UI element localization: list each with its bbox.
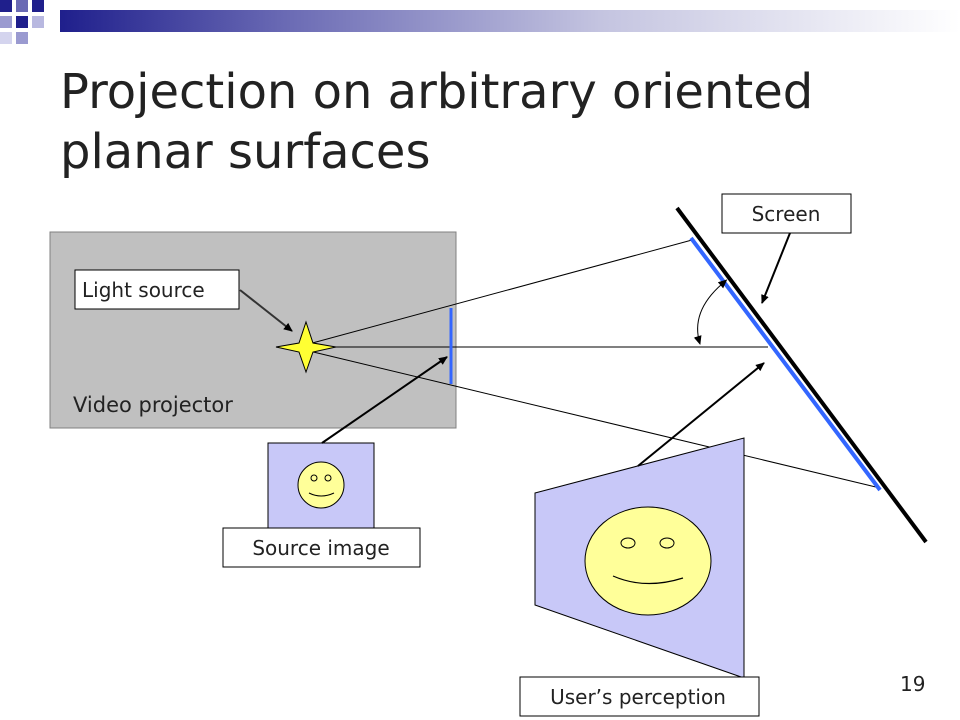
- slide-title: Projection on arbitrary oriented planar …: [60, 64, 814, 180]
- source-image-label: Source image: [252, 536, 389, 560]
- screen-label-box: [721, 193, 852, 234]
- deco-square: [16, 0, 28, 12]
- screen-arrow: [761, 232, 791, 304]
- title-decoration: [0, 0, 960, 44]
- video-projector-label: Video projector: [73, 393, 233, 417]
- light-source-star-icon: [275, 320, 337, 374]
- source-smiley-icon: [297, 461, 345, 509]
- light-source-arrow: [239, 289, 293, 332]
- perceived-smiley-icon: [584, 506, 712, 616]
- light-source-label: Light source: [82, 278, 205, 302]
- deco-square: [32, 0, 44, 12]
- deco-square: [0, 0, 12, 12]
- deco-square: [32, 16, 44, 28]
- light-source-label-box: [74, 269, 240, 310]
- deco-square: [0, 32, 12, 44]
- deco-square: [16, 16, 28, 28]
- source-image-arrow: [321, 356, 448, 444]
- users-perception-label-box: [519, 676, 760, 717]
- deco-square: [16, 32, 28, 44]
- screen-surface: [675, 206, 928, 544]
- video-projector-box: [49, 231, 457, 429]
- screen-label: Screen: [752, 202, 821, 226]
- angle-arc: [693, 279, 728, 345]
- users-perception-label: User’s perception: [550, 685, 726, 709]
- perception-arrow: [637, 362, 765, 467]
- source-image-label-box: [222, 527, 421, 568]
- projection-ray-bottom: [304, 349, 881, 489]
- page-number: 19: [900, 672, 926, 696]
- deco-square: [0, 16, 12, 28]
- projection-ray-top: [304, 239, 693, 346]
- title-bar: [60, 10, 960, 32]
